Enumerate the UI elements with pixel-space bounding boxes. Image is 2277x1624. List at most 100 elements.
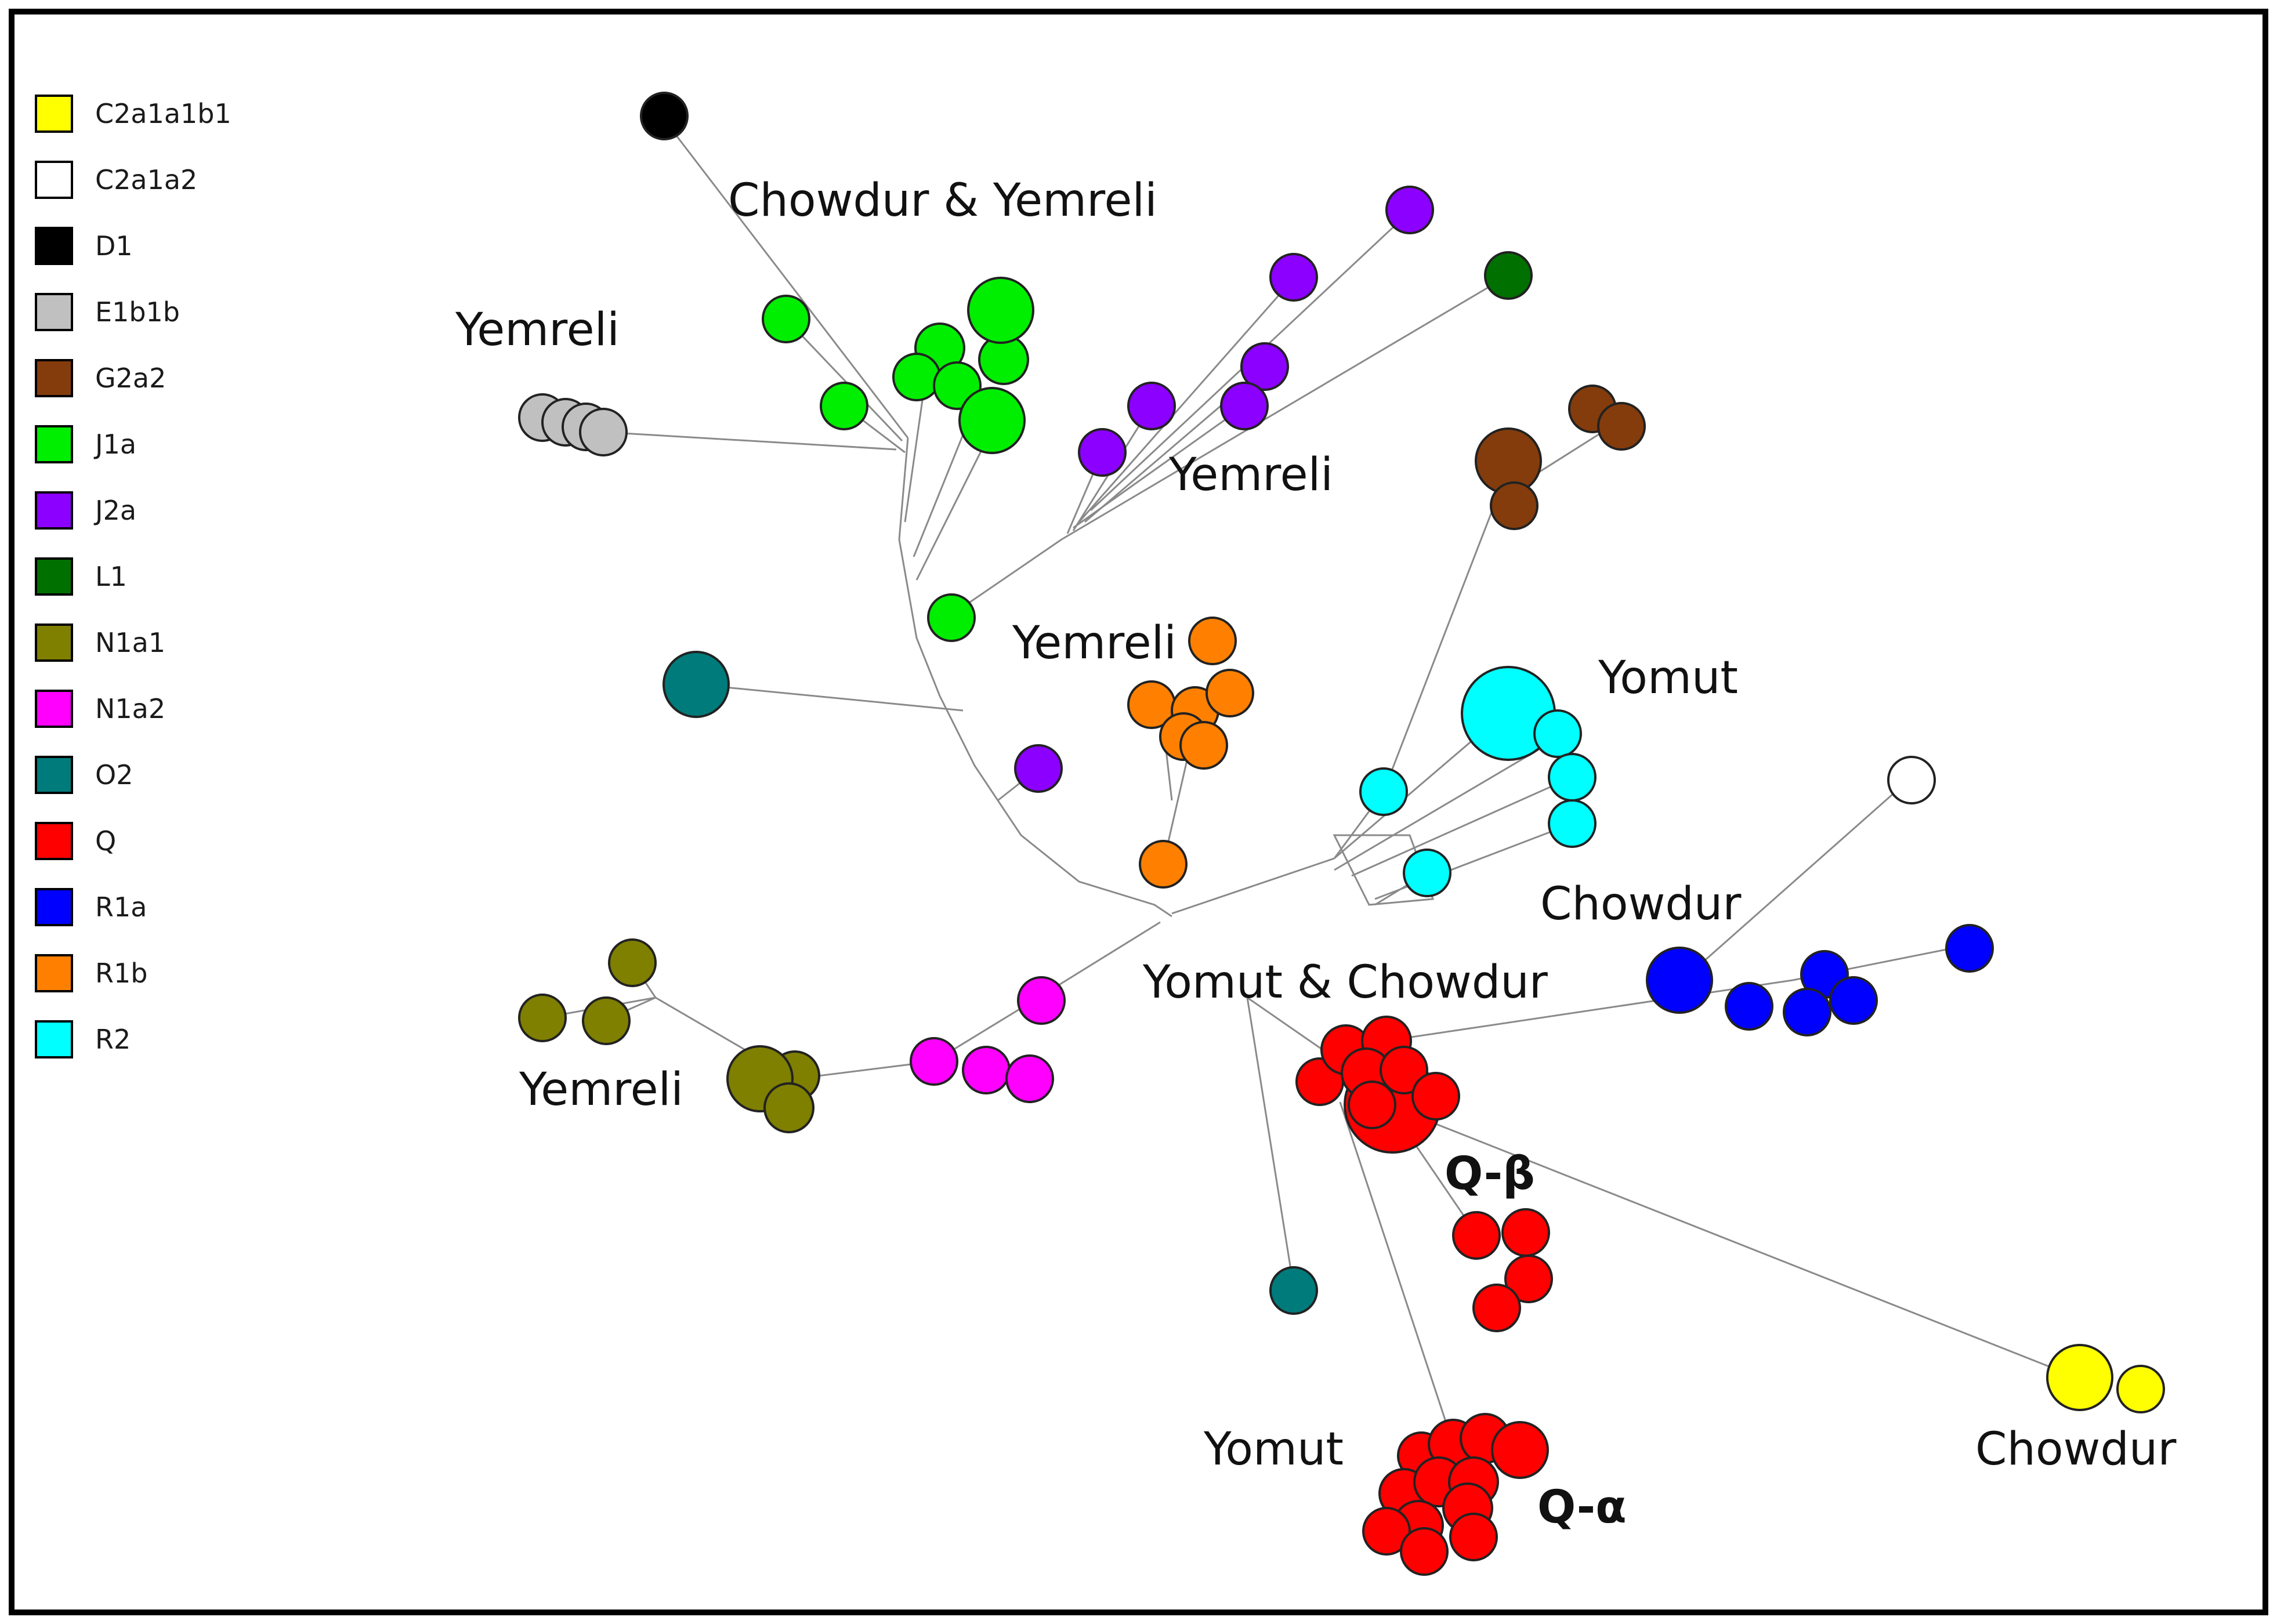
node-q bbox=[1348, 1081, 1396, 1129]
legend-item: C2a1a1b1 bbox=[35, 95, 231, 133]
legend-label: R1a bbox=[95, 891, 147, 923]
node-l1 bbox=[1484, 251, 1533, 300]
legend-label: E1b1b bbox=[95, 296, 180, 328]
edge-n1a2 bbox=[794, 921, 1161, 1080]
edge-r2-main bbox=[1171, 857, 1335, 915]
edge-r1a-main bbox=[1403, 979, 1793, 1039]
node-j2a bbox=[1385, 186, 1434, 234]
node-o2 bbox=[1269, 1266, 1318, 1315]
node-r1a bbox=[1945, 924, 1994, 973]
node-j2a bbox=[1269, 253, 1318, 302]
node-c2a1a2 bbox=[1887, 756, 1936, 804]
edge-c2a1a2 bbox=[1682, 779, 1909, 981]
node-n1a1 bbox=[582, 996, 631, 1045]
figure-frame bbox=[9, 9, 2268, 1615]
legend-label: R1b bbox=[95, 958, 147, 989]
node-r2 bbox=[1548, 753, 1597, 802]
edge-r2-c bbox=[1334, 735, 1561, 871]
legend-item: J1a bbox=[35, 425, 136, 463]
node-q-alpha bbox=[1491, 1421, 1549, 1479]
legend-item: N1a1 bbox=[35, 624, 165, 662]
edge-g2a2-a bbox=[1382, 498, 1498, 792]
node-r1a bbox=[1725, 982, 1773, 1031]
edge-r2-box bbox=[1333, 834, 1435, 906]
legend-item: L1 bbox=[35, 557, 127, 596]
edge-j1a-a bbox=[785, 318, 903, 442]
legend-item: O2 bbox=[35, 756, 133, 794]
edge-q-yellow bbox=[1409, 1112, 2077, 1379]
node-q bbox=[1380, 1046, 1428, 1094]
node-n1a2 bbox=[962, 1046, 1011, 1094]
node-j1a bbox=[967, 277, 1034, 344]
node-j1a bbox=[927, 593, 976, 642]
node-c2a1a1b1 bbox=[2116, 1365, 2165, 1413]
node-n1a2 bbox=[1005, 1054, 1054, 1103]
legend-label: C2a1a1b1 bbox=[95, 98, 231, 129]
node-q-alpha bbox=[1400, 1527, 1449, 1576]
edge-o2-left bbox=[696, 683, 964, 712]
legend-item: Q bbox=[35, 822, 116, 860]
legend-swatch bbox=[35, 359, 73, 397]
legend-item: J2a bbox=[35, 491, 136, 530]
edge-e1b1b bbox=[603, 431, 897, 451]
legend-label: C2a1a2 bbox=[95, 164, 197, 195]
label-yemreli-olive: Yemreli bbox=[519, 1064, 683, 1116]
node-e1b1b bbox=[579, 408, 628, 456]
node-j2a bbox=[1014, 744, 1063, 793]
legend-swatch bbox=[35, 557, 73, 596]
node-q-beta bbox=[1472, 1284, 1521, 1332]
node-r2 bbox=[1359, 767, 1408, 816]
edge-r2-d bbox=[1351, 776, 1573, 877]
node-j2a bbox=[1240, 342, 1289, 391]
legend-swatch bbox=[35, 756, 73, 794]
legend-swatch bbox=[35, 822, 73, 860]
node-n1a2 bbox=[910, 1037, 958, 1086]
label-yemreli-purple: Yemreli bbox=[1168, 449, 1333, 501]
legend-swatch bbox=[35, 95, 73, 133]
legend-item: G2a2 bbox=[35, 359, 166, 397]
trunk-edge bbox=[898, 437, 1172, 918]
edge-l1 bbox=[1061, 274, 1509, 541]
legend-item: R2 bbox=[35, 1020, 131, 1058]
legend-label: Q bbox=[95, 825, 116, 857]
legend-item: N1a2 bbox=[35, 690, 165, 728]
legend-label: N1a1 bbox=[95, 627, 165, 658]
label-chowdur-yemreli: Chowdur & Yemreli bbox=[728, 175, 1157, 227]
legend: C2a1a1b1C2a1a2D1E1b1bG2a2J1aJ2aL1N1a1N1a… bbox=[35, 95, 231, 1058]
node-g2a2 bbox=[1490, 481, 1538, 530]
node-j1a bbox=[762, 295, 810, 343]
node-r1a bbox=[1646, 947, 1713, 1014]
node-j2a bbox=[1127, 382, 1176, 430]
label-q-alpha: Q-α bbox=[1537, 1481, 1627, 1534]
node-r1a bbox=[1829, 976, 1878, 1025]
node-q-beta bbox=[1504, 1255, 1553, 1303]
legend-label: N1a2 bbox=[95, 693, 165, 724]
legend-label: J2a bbox=[93, 495, 136, 526]
label-chowdur-yellow: Chowdur bbox=[1975, 1423, 2177, 1476]
edge-o2-bottom bbox=[1246, 997, 1295, 1288]
node-r1a bbox=[1783, 988, 1831, 1036]
edge-j2a-b bbox=[1078, 278, 1295, 523]
node-d1 bbox=[640, 92, 689, 140]
legend-item: R1a bbox=[35, 888, 147, 926]
cluster-labels: Chowdur & Yemreli Yemreli Yemreli Yemrel… bbox=[455, 175, 2177, 1534]
edge-d1 bbox=[660, 115, 909, 438]
edge-j2a-d bbox=[1073, 405, 1245, 529]
label-yemreli-grey: Yemreli bbox=[455, 304, 620, 356]
legend-swatch bbox=[35, 624, 73, 662]
legend-label: J1a bbox=[93, 429, 136, 460]
node-r1b bbox=[1139, 840, 1188, 889]
node-r2 bbox=[1548, 799, 1597, 848]
legend-swatch bbox=[35, 227, 73, 265]
legend-item: C2a1a2 bbox=[35, 161, 197, 199]
node-n1a1 bbox=[608, 938, 657, 987]
legend-swatch bbox=[35, 954, 73, 992]
node-q-alpha bbox=[1362, 1507, 1411, 1556]
node-r2 bbox=[1403, 849, 1451, 897]
legend-swatch bbox=[35, 293, 73, 331]
network-nodes bbox=[518, 92, 2165, 1576]
label-yemreli-orange: Yemreli bbox=[1012, 617, 1176, 669]
legend-item: D1 bbox=[35, 227, 133, 265]
legend-item: R1b bbox=[35, 954, 147, 992]
